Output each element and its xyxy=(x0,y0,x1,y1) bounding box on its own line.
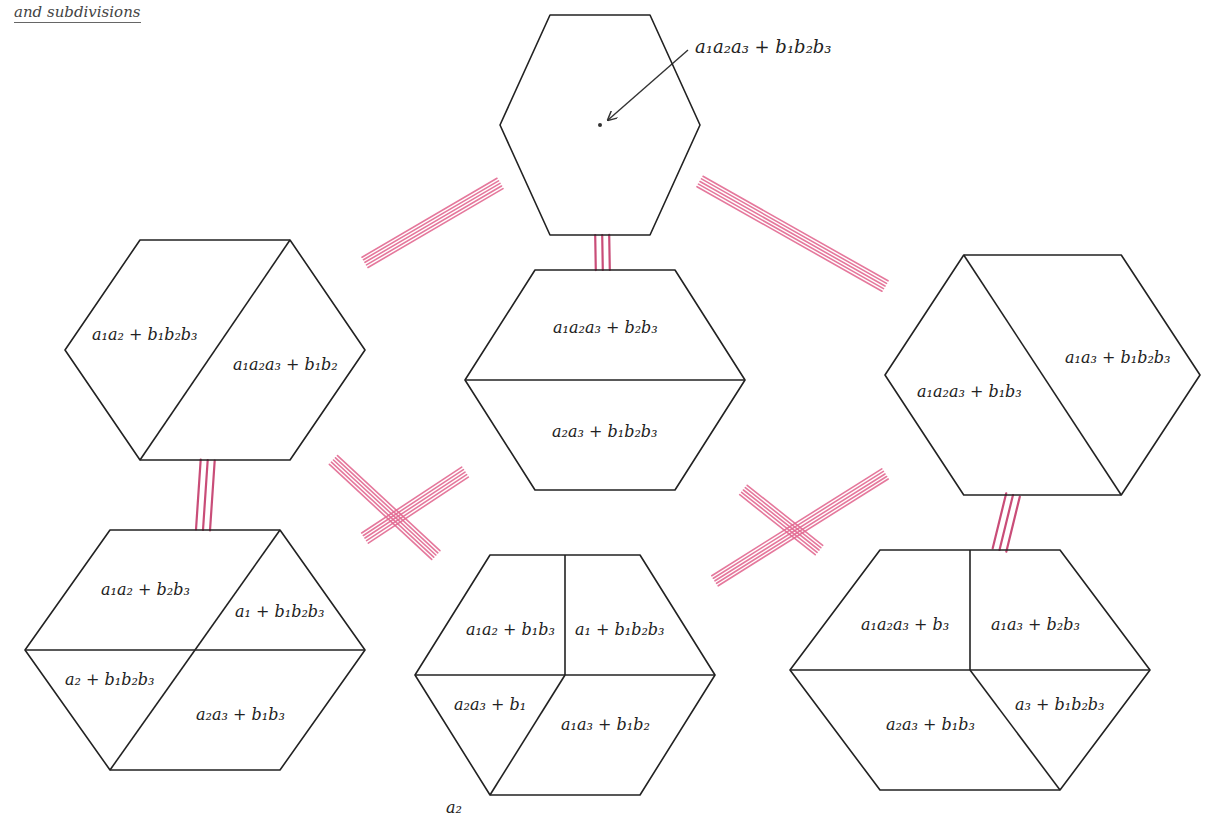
region-label: a₁a₂a₃ + b₁b₂ xyxy=(233,355,338,375)
region-label: a₂ + b₁b₂b₃ xyxy=(65,670,155,690)
hexagon-tiling: a₁a₂a₃ + b₂b₃ a₂a₃ + b₁b₂b₃ xyxy=(465,270,745,490)
hexagon-outline xyxy=(415,555,715,795)
region-label: a₂a₃ + b₁ xyxy=(454,695,526,715)
region-label: a₁a₂ + b₁b₃ xyxy=(466,620,555,640)
page-title: and subdivisions xyxy=(14,2,141,23)
tile-region: a₁a₂a₃ + b₃ xyxy=(861,615,949,635)
region-label: a₃ + b₁b₂b₃ xyxy=(1015,695,1105,715)
tile-region: a₁ + b₁b₂b₃ xyxy=(575,620,665,640)
region-label: a₁a₂a₃ + b₂b₃ xyxy=(553,318,658,338)
tile-region: a₃ + b₁b₂b₃ xyxy=(1015,695,1105,715)
region-label: a₁a₂a₃ + b₃ xyxy=(861,615,949,635)
hexagon-tiling: a₁a₃ + b₁b₂b₃ a₁a₂a₃ + b₁b₃ xyxy=(885,255,1200,495)
tile-region: a₂a₃ + b₁ xyxy=(454,695,526,715)
region-label: a₁a₂ + b₂b₃ xyxy=(101,580,190,600)
region-label: a₂a₃ + b₁b₃ xyxy=(196,705,285,725)
hexagon-outline xyxy=(885,255,1200,495)
region-label: a₁a₃ + b₂b₃ xyxy=(991,615,1080,635)
region-label: a₂a₃ + b₁b₃ xyxy=(886,715,975,735)
region-label: a₁a₂ + b₁b₂b₃ xyxy=(92,325,197,345)
tile-region: a₁a₃ + b₁b₂b₃ xyxy=(1065,348,1170,368)
hexagon-label: a₁a₂a₃ + b₁b₂b₃ xyxy=(695,37,832,57)
hexagon-outline xyxy=(65,240,365,460)
tile-region: a₁a₂ + b₂b₃ xyxy=(101,580,190,600)
stray-label: a₂ xyxy=(446,798,462,818)
hexagon-outline xyxy=(500,15,700,235)
tile-region: a₁a₂ + b₁b₃ xyxy=(466,620,555,640)
region-label: a₂a₃ + b₁b₂b₃ xyxy=(552,422,657,442)
hexagon-outline xyxy=(25,530,365,770)
center-dot xyxy=(598,123,602,127)
region-label: a₁ + b₁b₂b₃ xyxy=(235,602,325,622)
flip-connector xyxy=(712,469,888,586)
equivalence-mark xyxy=(595,235,610,270)
tile-region: a₂a₃ + b₁b₃ xyxy=(196,705,285,725)
tile-region: a₁a₂a₃ + b₂b₃ xyxy=(553,318,658,338)
region-label: a₁a₂a₃ + b₁b₃ xyxy=(917,382,1022,402)
flip-connector xyxy=(362,178,503,267)
tile-region: a₁a₂a₃ + b₁b₃ xyxy=(917,382,1022,402)
tile-region: a₂a₃ + b₁b₂b₃ xyxy=(552,422,657,442)
equivalence-mark xyxy=(993,493,1020,551)
tile-region: a₂ + b₁b₂b₃ xyxy=(65,670,155,690)
hexagon-outline xyxy=(790,550,1150,790)
tile-region: a₁a₂a₃ + b₁b₂ xyxy=(233,355,338,375)
hexagon-tiling: a₁a₂ + b₂b₃ a₁ + b₁b₂b₃ a₂ + b₁b₂b₃ a₂a₃ + … xyxy=(25,530,365,770)
flip-connector xyxy=(697,176,888,291)
flip-connector xyxy=(362,467,469,543)
hexagon-tiling: a₁a₂a₃ + b₁b₂b₃ xyxy=(500,15,700,235)
tile-region: a₁a₃ + b₂b₃ xyxy=(991,615,1080,635)
region-label: a₁ + b₁b₂b₃ xyxy=(575,620,665,640)
flip-connector xyxy=(740,485,823,554)
hexagon-tiling: a₁ + b₁b₂b₃ a₁a₂ + b₁b₃ a₁a₃ + b₁b₂ a₂a₃ + … xyxy=(415,555,715,795)
hexagon-tiling: a₁a₂ + b₁b₂b₃ a₁a₂a₃ + b₁b₂ xyxy=(65,240,365,460)
tile-region: a₁ + b₁b₂b₃ xyxy=(235,602,325,622)
region-label: a₁a₃ + b₁b₂ xyxy=(561,715,650,735)
hexagon-tiling: a₁a₂a₃ + b₃ a₁a₃ + b₂b₃ a₂a₃ + b₁b₃ a₃ + b₁… xyxy=(790,550,1150,790)
tile-region: a₁a₂ + b₁b₂b₃ xyxy=(92,325,197,345)
hexagon-outline xyxy=(465,270,745,490)
tile-region: a₂a₃ + b₁b₃ xyxy=(886,715,975,735)
pointer-arrow xyxy=(608,50,688,120)
equivalence-mark xyxy=(196,460,215,531)
region-label: a₁a₃ + b₁b₂b₃ xyxy=(1065,348,1170,368)
tile-region: a₁a₃ + b₁b₂ xyxy=(561,715,650,735)
